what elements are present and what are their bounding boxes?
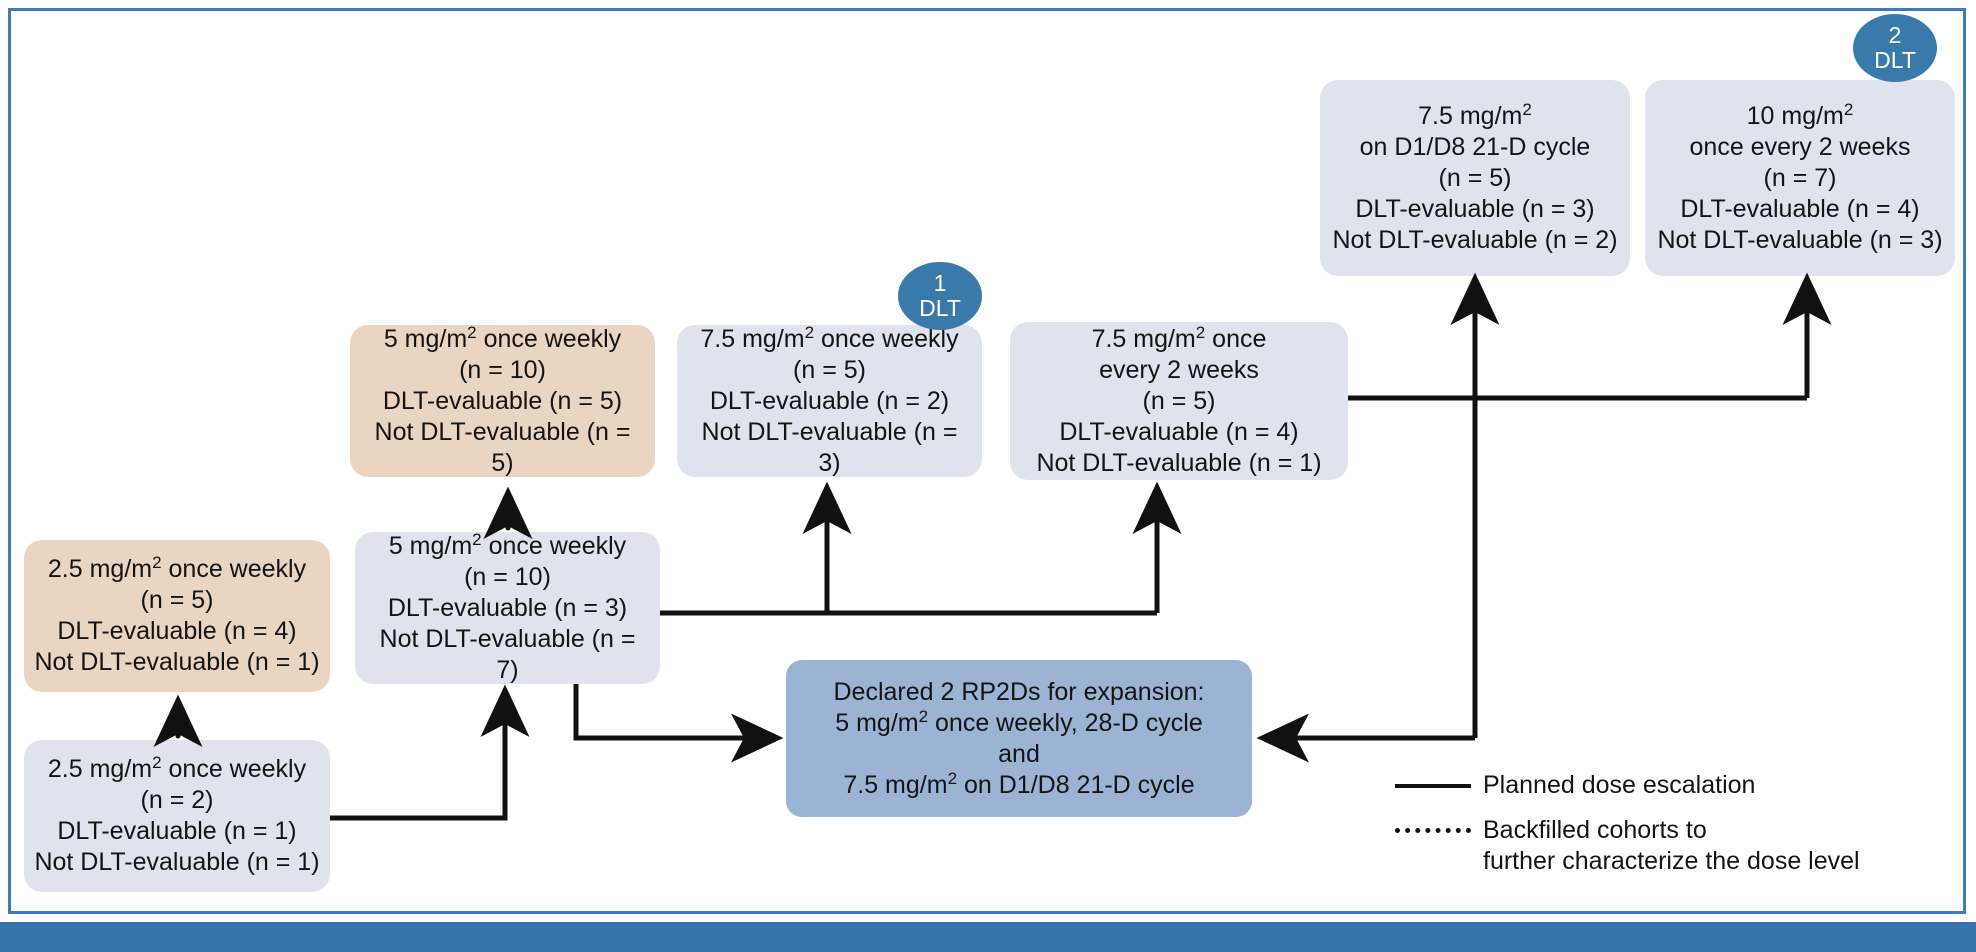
legend-dotted-label: Backfilled cohorts to further characteri… xyxy=(1483,816,1860,875)
badge-dlt-2-count: 2 xyxy=(1888,22,1902,48)
dotted-line-icon xyxy=(1395,815,1483,846)
solid-line-icon xyxy=(1395,770,1483,801)
node-dose-5-backfill-text: 5 mg/m2 once weekly(n = 10)DLT-evaluable… xyxy=(374,322,631,477)
node-dose-2-5-backfill[interactable]: 2.5 mg/m2 once weekly(n = 5)DLT-evaluabl… xyxy=(24,540,330,692)
badge-dlt-1-label: DLT xyxy=(919,295,961,321)
badge-dlt-2-label: DLT xyxy=(1874,47,1916,73)
legend: Planned dose escalation Backfilled cohor… xyxy=(1395,770,1860,891)
node-dose-2-5-start[interactable]: 2.5 mg/m2 once weekly(n = 2)DLT-evaluabl… xyxy=(24,740,330,892)
badge-dlt-1: 1 DLT xyxy=(898,262,982,330)
badge-dlt-2: 2 DLT xyxy=(1853,14,1937,82)
legend-row-dotted: Backfilled cohorts to further characteri… xyxy=(1395,815,1860,877)
node-dose-2-5-backfill-text: 2.5 mg/m2 once weekly(n = 5)DLT-evaluabl… xyxy=(34,553,320,676)
legend-solid-label: Planned dose escalation xyxy=(1483,771,1756,799)
legend-row-solid: Planned dose escalation xyxy=(1395,770,1860,801)
node-dose-5-escalation-text: 5 mg/m2 once weekly(n = 10)DLT-evaluable… xyxy=(379,529,636,684)
node-rp2d[interactable]: Declared 2 RP2Ds for expansion:5 mg/m2 o… xyxy=(786,660,1252,817)
bottom-accent-bar xyxy=(0,922,1976,952)
node-dose-5-backfill[interactable]: 5 mg/m2 once weekly(n = 10)DLT-evaluable… xyxy=(350,322,655,477)
node-dose-2-5-start-text: 2.5 mg/m2 once weekly(n = 2)DLT-evaluabl… xyxy=(34,753,320,876)
node-dose-5-escalation[interactable]: 5 mg/m2 once weekly(n = 10)DLT-evaluable… xyxy=(355,529,660,684)
node-rp2d-text: Declared 2 RP2Ds for expansion:5 mg/m2 o… xyxy=(833,677,1205,799)
badge-dlt-1-count: 1 xyxy=(933,270,947,296)
node-dose-7-5-weekly-text: 7.5 mg/m2 once weekly(n = 5)DLT-evaluabl… xyxy=(700,322,959,477)
node-dose-7-5-weekly[interactable]: 7.5 mg/m2 once weekly(n = 5)DLT-evaluabl… xyxy=(677,322,982,477)
